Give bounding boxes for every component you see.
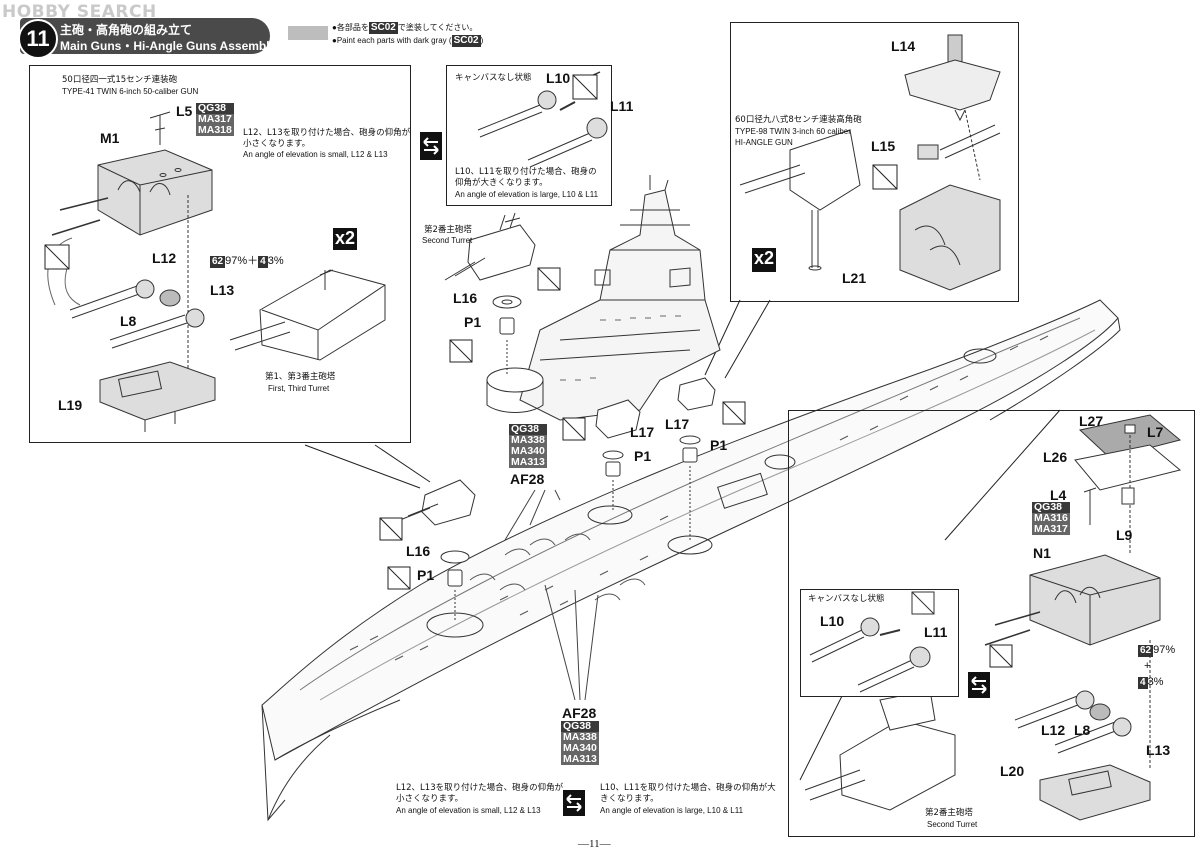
step-number: 11: [18, 19, 58, 59]
part-label-l10: L10: [820, 613, 845, 629]
center-code-list-a: QG38 MA338 MA340 MA313: [509, 424, 547, 468]
part-label-af28: AF28: [510, 471, 545, 487]
ha-gun-title-en-2: HI-ANGLE GUN: [735, 138, 793, 147]
code-badge: MA317: [196, 113, 234, 125]
ha-gun-box: [730, 22, 1019, 302]
part-label-l16: L16: [406, 543, 431, 559]
part-label-l27: L27: [1079, 413, 1104, 429]
part-label-m1: M1: [100, 130, 120, 146]
multiplier-badge: x2: [752, 248, 776, 272]
paint-note-en: ●Paint each parts with dark gray (SC02): [332, 35, 484, 47]
part-label-l14: L14: [891, 38, 916, 54]
part-label-l17: L17: [630, 424, 655, 440]
part-label-l11: L11: [924, 624, 948, 640]
part-label-l8: L8: [1074, 722, 1091, 738]
step-title-en: Main Guns・Hi-Angle Guns Assembly: [60, 39, 277, 53]
part-label-l13: L13: [210, 282, 235, 298]
part-label-l17: L17: [665, 416, 690, 432]
canvas-top-note-ja: L10、L11を取り付けた場合、砲身の仰角が大きくなります。: [455, 167, 597, 188]
superstructure-drawing: [486, 175, 721, 421]
ha-gun-box-drawing: [739, 34, 1001, 291]
part-label-l16: L16: [453, 290, 478, 306]
bottom-note-right-ja: L10、L11を取り付けた場合、砲身の仰角が大きくなります。: [600, 783, 776, 804]
part-label-l10: L10: [546, 70, 571, 86]
part-label-p1: P1: [710, 437, 728, 453]
part-label-l11: L11: [610, 98, 634, 114]
part-label-l21: L21: [842, 270, 867, 286]
code-badge: MA316: [1032, 512, 1070, 524]
second-turret-code-list: QG38 MA316 MA317: [1032, 502, 1070, 535]
second-turret-en: Second Turret: [927, 820, 978, 829]
part-label-l26: L26: [1043, 449, 1068, 465]
bottom-note-right-en: An angle of elevation is large, L10 & L1…: [600, 806, 744, 815]
part-label-p1: P1: [417, 567, 435, 583]
part-label-l12: L12: [152, 250, 177, 266]
code-badge: MA317: [1032, 523, 1070, 535]
part-label-l9: L9: [1116, 527, 1133, 543]
center-part-washers-drawing: [399, 295, 716, 622]
part-label-l5: L5: [176, 103, 193, 119]
second-turret-box-drawing: [804, 414, 1182, 821]
part-label-l13: L13: [1146, 742, 1171, 758]
bottom-note-left-en: An angle of elevation is small, L12 & L1…: [396, 806, 541, 815]
ha-gun-title-en-1: TYPE-98 TWIN 3-inch 60 caliber: [735, 127, 851, 136]
multiplier-badge: x2: [333, 228, 357, 250]
canvas-bottom-label-ja: キャンバスなし状態: [808, 594, 885, 604]
page-number: —11—: [578, 838, 611, 850]
second-turret-box: [788, 410, 1195, 837]
canvas-top-note-en: An angle of elevation is large, L10 & L1…: [455, 190, 599, 199]
second-turret-center-en: Second Turret: [422, 236, 473, 245]
code-badge: MA338: [509, 434, 547, 446]
canvas-top-label-ja: キャンバスなし状態: [455, 73, 532, 83]
part-label-l8: L8: [120, 313, 137, 329]
canvas-top-box: [446, 65, 612, 206]
canvas-top-drawing: [477, 71, 608, 168]
code-badge: QG38: [509, 424, 547, 435]
part-label-af28: AF28: [562, 705, 597, 721]
main-gun-title-en: TYPE-41 TWIN 6-inch 50-caliber GUN: [62, 87, 199, 96]
second-turret-ja: 第2番主砲塔: [925, 808, 973, 818]
canvas-bottom-box-art: [809, 591, 935, 693]
part-label-l20: L20: [1000, 763, 1025, 779]
main-gun-box: [29, 65, 411, 443]
ha-gun-title-ja: 60口径九八式8センチ連装高角砲: [735, 115, 862, 125]
main-gun-code-list: QG38 MA317 MA318: [196, 103, 234, 136]
code-badge: MA338: [561, 731, 599, 743]
part-label-l4: L4: [1050, 487, 1067, 503]
code-badge: QG38: [196, 103, 234, 114]
code-badge: MA313: [509, 456, 547, 468]
bottom-note-left-ja: L12、L13を取り付けた場合、砲身の仰角が小さくなります。: [396, 783, 564, 804]
first-third-turret-en: First, Third Turret: [268, 384, 330, 393]
part-label-p1: P1: [464, 314, 482, 330]
code-badge: MA340: [509, 445, 547, 457]
main-gun-note-en: An angle of elevation is small, L12 & L1…: [243, 150, 388, 159]
second-turret-center-ja: 第2番主砲塔: [424, 225, 472, 235]
part-label-p1: P1: [634, 448, 652, 464]
code-badge: QG38: [1032, 502, 1070, 513]
main-gun-title-ja: 50口径四一式15センチ連装砲: [62, 75, 178, 85]
first-third-turret-ja: 第1、第3番主砲塔: [265, 372, 336, 382]
step-title-ja: 主砲・高角砲の組み立て: [60, 23, 193, 37]
step-title-bar: [20, 18, 270, 54]
part-label-n1: N1: [1033, 545, 1051, 561]
second-turret-center-drawing: [444, 212, 536, 281]
main-gun-box-drawing: [47, 111, 386, 432]
part-label-l19: L19: [58, 397, 83, 413]
watermark: HOBBY SEARCH: [2, 2, 157, 22]
main-gun-note-ja: L12、L13を取り付けた場合、砲身の仰角が小さくなります。: [243, 128, 411, 149]
paint-swatch: [288, 26, 328, 40]
code-badge: QG38: [561, 721, 599, 732]
part-label-l15: L15: [871, 138, 896, 154]
part-label-l12: L12: [1041, 722, 1066, 738]
part-label-l7: L7: [1147, 424, 1164, 440]
code-badge: MA318: [196, 124, 234, 136]
code-badge: MA340: [561, 742, 599, 754]
center-code-list-b: QG38 MA338 MA340 MA313: [561, 721, 599, 765]
code-badge: MA313: [561, 753, 599, 765]
